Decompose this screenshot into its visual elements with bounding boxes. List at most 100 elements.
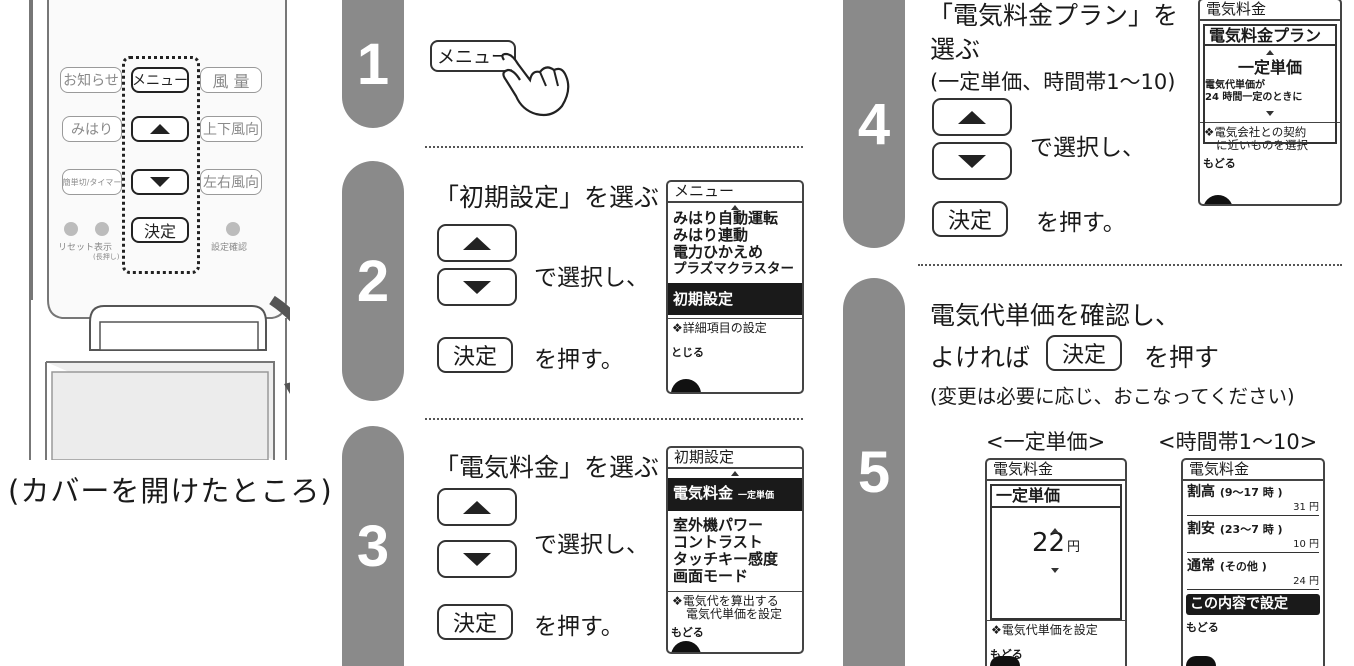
lcd-item[interactable]: タッチキー感度: [673, 550, 779, 568]
rate-row[interactable]: 割安 (23〜7 時 ): [1187, 521, 1283, 537]
divider-2-3: [425, 418, 803, 420]
lcd-selected-item[interactable]: 電気料金一定単価: [668, 478, 802, 511]
info-icon: ❖: [672, 321, 683, 335]
step-4-down-button[interactable]: [932, 142, 1012, 180]
hyouji-dot[interactable]: [95, 222, 109, 236]
oshirase-button[interactable]: お知らせ: [60, 67, 122, 93]
lcd-item[interactable]: みはり自動運転: [673, 209, 779, 227]
lcd-note-2: 24 時間一定のときに: [1205, 92, 1303, 103]
hyouji-sub-label: (長押し): [93, 253, 120, 261]
step-3-up-button[interactable]: [437, 488, 517, 526]
lcd-note-1: 電気代単価が: [1205, 80, 1265, 91]
menu-button[interactable]: メニュー: [131, 67, 189, 93]
down-arrow-icon: [463, 280, 491, 294]
lcd-inner-frame: [990, 484, 1122, 620]
step-3-down-button[interactable]: [437, 540, 517, 578]
info-icon: ❖: [672, 594, 683, 608]
rate-price: 24 円: [1187, 575, 1319, 590]
up-arrow-icon: [150, 124, 170, 134]
mihari-button[interactable]: みはり: [62, 116, 122, 142]
step-2-up-button[interactable]: [437, 224, 517, 262]
lcd-info: ❖電気代を算出する 電気代単価を設定: [668, 591, 802, 624]
step-4-options: (一定単価、時間帯1〜10): [930, 70, 1176, 94]
step-5-kettei-button[interactable]: 決定: [1046, 335, 1123, 371]
step-1-tab: 1: [342, 0, 404, 128]
lcd-title: 電気料金: [987, 460, 1125, 481]
scroll-up-icon: [1266, 50, 1274, 55]
lcd-title: 電気料金: [1200, 0, 1340, 21]
lcd-item[interactable]: プラズマクラスター: [673, 261, 794, 277]
step-5-heading-1: 電気代単価を確認し、: [930, 301, 1181, 330]
step-4-kettei-button[interactable]: 決定: [932, 201, 1009, 237]
step-4-press-text: を押す。: [1036, 210, 1126, 236]
label-fixed-price: <一定単価>: [986, 430, 1106, 454]
step-2-down-button[interactable]: [437, 268, 517, 306]
rate-price: 31 円: [1187, 501, 1319, 516]
rate-row[interactable]: 割高 (9〜17 時 ): [1187, 484, 1283, 500]
up-arrow-icon: [958, 110, 986, 124]
fuuryou-button[interactable]: 風 量: [200, 67, 262, 93]
back-arc-icon: [990, 656, 1020, 666]
step-3-select-text: で選択し、: [534, 532, 649, 558]
pointing-hand-icon: [501, 52, 570, 117]
lcd-item[interactable]: 室外機パワー: [673, 516, 764, 534]
step-2-tab: 2: [342, 161, 404, 401]
scroll-up-icon: [731, 205, 739, 210]
step-3-tab: 3: [342, 426, 404, 666]
back-arc-icon: [1186, 656, 1216, 666]
up-button[interactable]: [131, 116, 189, 142]
lcd-item[interactable]: 電力ひかえめ: [673, 243, 764, 261]
lcd-item[interactable]: 画面モード: [673, 567, 749, 585]
step-4-heading-1: 「電気料金プラン」を: [928, 1, 1179, 30]
step-5-lcd-time-of-use: 電気料金 割高 (9〜17 時 ) 31 円 割安 (23〜7 時 ) 10 円…: [1181, 458, 1325, 666]
sayu-button[interactable]: 左右風向: [200, 169, 262, 195]
hyouji-label: 表示: [94, 243, 113, 253]
down-arrow-icon: [958, 154, 986, 168]
step-4-up-button[interactable]: [932, 98, 1012, 136]
remote-control: お知らせ メニュー 風 量 みはり 上下風向 簡単切/タイマー 左右風向 決定 …: [0, 0, 290, 460]
rate-row[interactable]: 通常 (その他 ): [1187, 558, 1267, 574]
lcd-selected-item[interactable]: 初期設定: [668, 283, 802, 315]
info-icon: ❖: [991, 623, 1002, 637]
lcd-title: 初期設定: [668, 448, 802, 469]
decrease-icon: [1051, 568, 1059, 573]
settei-kakunin-label: 設定確認: [211, 243, 248, 253]
confirm-setting-button[interactable]: この内容で設定: [1186, 594, 1320, 615]
lcd-info: ❖詳細項目の設定: [668, 318, 802, 338]
up-arrow-icon: [463, 500, 491, 514]
step-2-kettei-button[interactable]: 決定: [437, 337, 514, 373]
lcd-back-label[interactable]: もどる: [671, 626, 704, 639]
lcd-item[interactable]: コントラスト: [673, 533, 763, 551]
info-icon: ❖: [1204, 125, 1215, 139]
down-button[interactable]: [131, 169, 189, 195]
settei-kakunin-dot[interactable]: [226, 222, 240, 236]
lcd-inner-frame: [1203, 24, 1337, 144]
step-2-heading: 「初期設定」を選ぶ: [434, 183, 660, 212]
kantan-timer-button[interactable]: 簡単切/タイマー: [62, 169, 122, 195]
joge-button[interactable]: 上下風向: [200, 116, 262, 142]
down-arrow-icon: [150, 177, 170, 187]
step-4-tab: 4: [843, 0, 905, 248]
reset-dot[interactable]: [64, 222, 78, 236]
step-3-press-text: を押す。: [534, 614, 624, 640]
step-5-heading-2a: よければ: [930, 343, 1031, 372]
lcd-header: 一定単価: [990, 483, 1122, 508]
step-3-kettei-button[interactable]: 決定: [437, 604, 514, 640]
step-1-menu-button[interactable]: メニュー: [430, 40, 516, 72]
lcd-back-label[interactable]: とじる: [671, 346, 704, 359]
kettei-button[interactable]: 決定: [131, 217, 189, 243]
lcd-back-label[interactable]: もどる: [1203, 157, 1236, 170]
scroll-up-icon: [731, 471, 739, 476]
step-5-tab: 5: [843, 278, 905, 666]
lcd-back-label[interactable]: もどる: [1186, 621, 1219, 634]
rate-price: 10 円: [1187, 538, 1319, 553]
back-arc-icon: [1203, 195, 1233, 204]
remote-dotted-frame: [122, 56, 200, 274]
lcd-info: ❖電気会社との契約 に近いものを選択: [1200, 122, 1340, 155]
lcd-item[interactable]: みはり連動: [673, 226, 749, 244]
divider-1-2: [425, 146, 803, 148]
step-5-heading-2b: を押す: [1144, 343, 1220, 372]
lcd-value[interactable]: 一定単価: [1237, 58, 1302, 77]
